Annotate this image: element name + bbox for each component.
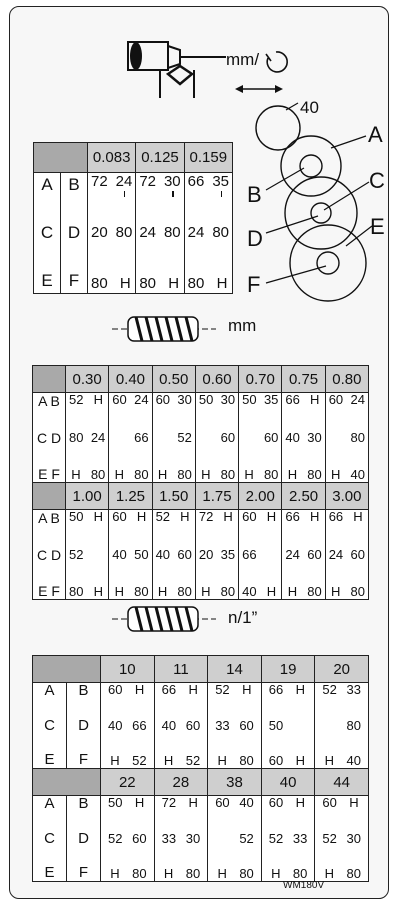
metric-header: 2.00 (238, 482, 283, 510)
row-label: A (44, 682, 55, 699)
row-label: C D (36, 546, 62, 563)
feed-table-corner (33, 142, 88, 173)
metric-header: 3.00 (324, 482, 370, 510)
row-label: D (78, 716, 89, 734)
metric-table-corner (32, 365, 66, 393)
metric-header: 1.25 (108, 482, 153, 510)
gear-label-a: A (368, 122, 383, 147)
gear-label-c: C (369, 168, 385, 193)
metric-table: 0.30 0.40 0.50 0.60 0.70 0.75 0.80 A B C… (32, 365, 370, 600)
row-label: A B (38, 510, 60, 526)
row-label: C (40, 223, 54, 242)
feed-header-2: 0.159 (183, 142, 234, 173)
gear-label-40: 40 (300, 98, 319, 117)
row-label: E (41, 271, 53, 290)
gear-label-f: F (247, 272, 261, 297)
direction-arrow-icon (235, 85, 283, 93)
lathe-tool-icon (127, 41, 226, 98)
inch-header: 44 (314, 768, 369, 796)
row-label: C D (36, 429, 62, 446)
row-label: E F (38, 466, 60, 482)
metric-header: 0.60 (194, 365, 240, 393)
row-label: D (67, 223, 81, 242)
metric-header: 0.80 (324, 365, 370, 393)
inch-unit-label: n/1” (228, 608, 258, 627)
metric-header: 1.75 (194, 482, 240, 510)
gear-label-e: E (370, 214, 385, 239)
row-label: A (44, 795, 55, 812)
inch-header: 22 (100, 768, 155, 796)
metric-unit-label: mm (228, 316, 257, 335)
row-label: A B (38, 393, 60, 409)
rotation-icon (265, 51, 288, 73)
gear-label-b: B (247, 182, 262, 207)
inch-table-corner-2 (32, 768, 101, 796)
metric-screw-icon (112, 316, 216, 342)
inch-header: 14 (207, 655, 262, 683)
gear-label-d: D (247, 226, 263, 251)
metric-table-corner-2 (32, 482, 66, 510)
metric-header: 0.70 (238, 365, 283, 393)
inch-header: 19 (260, 655, 316, 683)
row-label: C (44, 716, 55, 734)
row-label: E F (38, 583, 60, 599)
row-label: C (44, 829, 55, 847)
inch-screw-icon (112, 606, 216, 632)
gear-train-diagram (255, 102, 373, 302)
row-label: B (78, 682, 89, 699)
row-label: F (78, 751, 89, 768)
inch-header: 28 (153, 768, 209, 796)
model-code: WM180V (283, 880, 325, 891)
metric-header: 0.30 (64, 365, 110, 393)
row-label: F (68, 271, 80, 290)
feed-unit-label: mm/ (226, 50, 260, 69)
metric-header: 0.50 (151, 365, 196, 393)
inch-header: 40 (260, 768, 316, 796)
row-label: D (78, 829, 89, 847)
row-label: E (44, 751, 55, 768)
metric-header: 0.75 (281, 365, 326, 393)
inch-table-corner (32, 655, 101, 683)
row-label: B (78, 795, 89, 812)
feed-header-1: 0.125 (135, 142, 185, 173)
row-label: A (41, 175, 53, 194)
inch-header: 20 (314, 655, 369, 683)
row-label: B (68, 175, 80, 194)
row-label: F (78, 864, 89, 881)
metric-header: 1.00 (64, 482, 110, 510)
row-label: E (44, 864, 55, 881)
